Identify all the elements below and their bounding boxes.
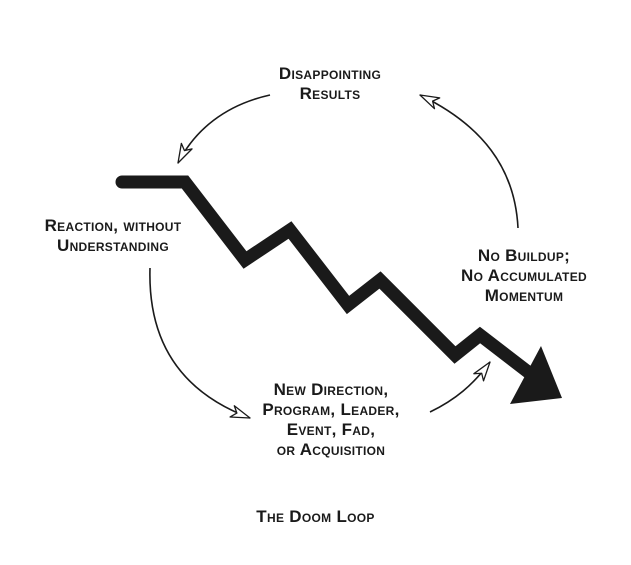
cycle-arrow-direction-to-buildup	[429, 361, 491, 413]
node-disappointing-results-line-1: Disappointing	[278, 64, 382, 83]
node-new-direction-line-4: or Acquisition	[276, 440, 386, 459]
node-no-buildup-line-3: Momentum	[484, 286, 564, 305]
node-no-buildup-line-1: No Buildup;	[477, 246, 571, 265]
node-reaction-line-1: Reaction, without	[44, 216, 182, 235]
diagram-title: The Doom Loop	[256, 507, 375, 526]
cycle-arrow-buildup-to-results	[419, 94, 519, 229]
decline-zigzag-arrow	[115, 175, 552, 392]
node-disappointing-results: Disappointing Results	[235, 64, 425, 104]
decline-arrowhead	[510, 346, 562, 404]
node-no-buildup-line-2: No Accumulated	[461, 266, 587, 285]
node-new-direction-line-2: Program, Leader,	[262, 400, 400, 419]
node-new-direction-line-3: Event, Fad,	[286, 420, 376, 439]
cycle-arrow-results-to-reaction	[177, 94, 271, 164]
node-new-direction: New Direction, Program, Leader, Event, F…	[226, 380, 436, 460]
node-reaction-line-2: Understanding	[57, 236, 169, 255]
node-no-buildup: No Buildup; No Accumulated Momentum	[424, 246, 624, 306]
node-reaction-without-understanding: Reaction, without Understanding	[18, 216, 208, 256]
node-disappointing-results-line-2: Results	[299, 84, 361, 103]
node-new-direction-line-1: New Direction,	[273, 380, 389, 399]
cycle-arrow-reaction-to-direction	[149, 267, 251, 419]
